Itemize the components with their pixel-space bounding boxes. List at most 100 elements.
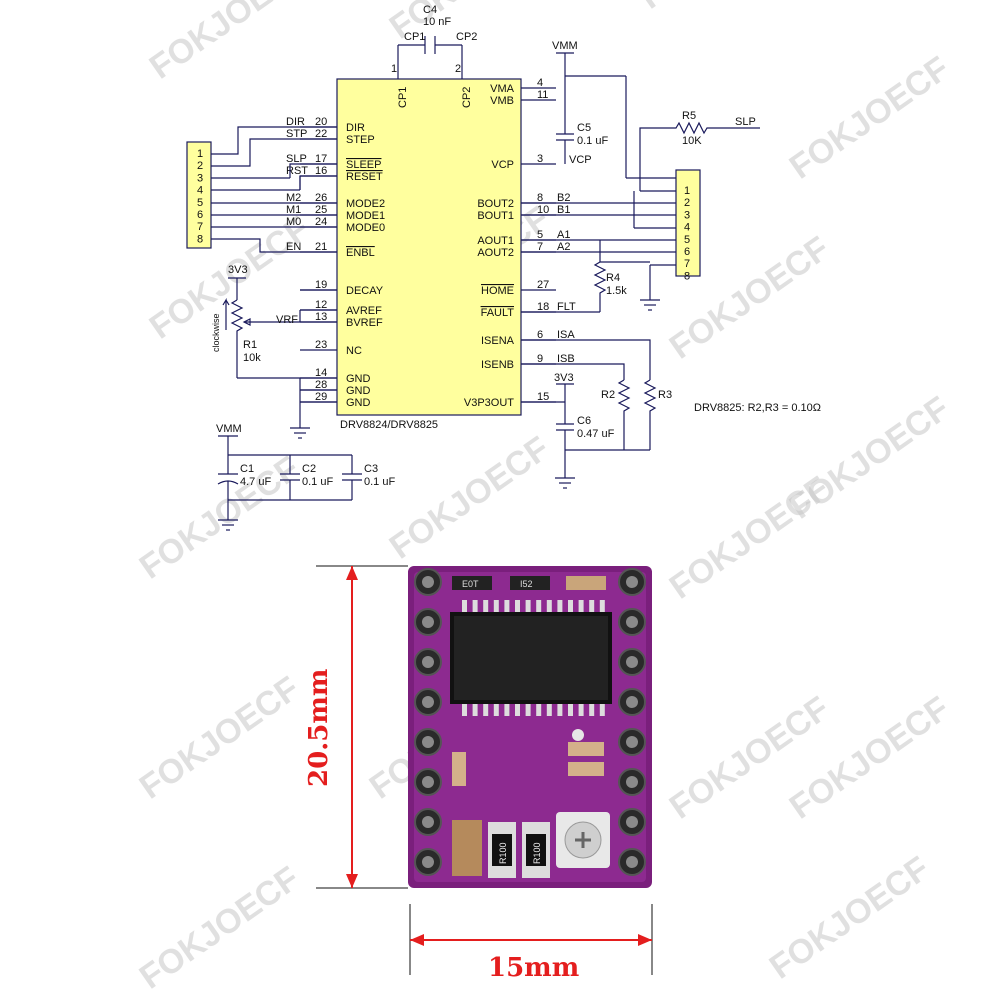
c3-value: 0.1 uF xyxy=(364,476,395,488)
cp2-net: CP2 xyxy=(456,31,477,43)
right-pin-label: BOUT2 xyxy=(477,198,514,210)
cp2-pin-num: 2 xyxy=(455,63,461,75)
left-pin-num: 17 xyxy=(315,153,327,165)
left-pin-num: 22 xyxy=(315,128,327,140)
left-pin-net: EN xyxy=(286,241,301,253)
right-connector-pin-num: 8 xyxy=(684,270,690,282)
watermark-text: FOKJOECF xyxy=(663,469,836,606)
r5-net: SLP xyxy=(735,116,756,128)
sense-resistor-note: DRV8825: R2,R3 = 0.10Ω xyxy=(694,402,821,414)
watermark-text: FOKJOECF xyxy=(133,669,306,806)
left-pin-label: GND xyxy=(346,385,371,397)
left-pin-label: DIR xyxy=(346,122,365,134)
left-pin-num: 20 xyxy=(315,116,327,128)
right-pin-net: B1 xyxy=(557,204,570,216)
left-pin-label: SLEEP xyxy=(346,159,381,171)
left-connector-pin-num: 1 xyxy=(197,148,203,160)
left-pin-num: 26 xyxy=(315,192,327,204)
right-pin-num: 6 xyxy=(537,329,543,341)
right-pin-label: AOUT2 xyxy=(477,247,514,259)
r2-ref: R2 xyxy=(601,389,615,401)
watermark-text: FOKJOECF xyxy=(383,429,556,566)
right-pin-num: 3 xyxy=(537,153,543,165)
left-pin-num: 23 xyxy=(315,339,327,351)
left-pin-label: MODE1 xyxy=(346,210,385,222)
left-pin-num: 16 xyxy=(315,165,327,177)
r100-label-2: R100 xyxy=(532,842,542,864)
c1-ref: C1 xyxy=(240,463,254,475)
left-pin-net: STP xyxy=(286,128,307,140)
width-dimension: 15mm xyxy=(409,904,653,983)
r5-ref: R5 xyxy=(682,110,696,122)
right-connector-pin-num: 3 xyxy=(684,209,690,221)
r3-ref: R3 xyxy=(658,389,672,401)
left-pin-net: DIR xyxy=(286,116,305,128)
left-pin-num: 12 xyxy=(315,299,327,311)
cp2-pin-label: CP2 xyxy=(461,87,473,108)
c5-ref: C5 xyxy=(577,122,591,134)
watermark-text: FOKJOECF xyxy=(133,859,306,996)
left-pin-net: M2 xyxy=(286,192,301,204)
vmm-label-bottom: VMM xyxy=(216,423,242,435)
r5-value: 10K xyxy=(682,135,702,147)
c2-ref: C2 xyxy=(302,463,316,475)
left-pin-label: NC xyxy=(346,345,362,357)
right-pin-label: VMB xyxy=(490,95,514,107)
right-connector-pin-num: 5 xyxy=(684,234,690,246)
right-pin-num: 11 xyxy=(537,89,548,101)
r100-label-1: R100 xyxy=(498,842,508,864)
left-pin-label: GND xyxy=(346,397,371,409)
c4-ref: C4 xyxy=(423,4,437,16)
right-pin-label: ISENA xyxy=(481,335,515,347)
left-pin-net: SLP xyxy=(286,153,307,165)
left-pin-num: 13 xyxy=(315,311,327,323)
left-connector-pin-num: 4 xyxy=(197,185,203,197)
smd-label-2: I52 xyxy=(520,579,533,589)
right-pin-label: FAULT xyxy=(481,307,515,319)
cp1-pin-num: 1 xyxy=(391,63,397,75)
height-label: 20.5mm xyxy=(304,669,334,787)
smd-label-1: E0T xyxy=(462,579,479,589)
clockwise-label: clockwise xyxy=(211,313,221,352)
right-pin-num: 5 xyxy=(537,229,543,241)
right-pin-net: A1 xyxy=(557,229,570,241)
cp1-pin-label: CP1 xyxy=(397,87,409,108)
v3v3-label-right: 3V3 xyxy=(554,372,574,384)
right-pin-num: 10 xyxy=(537,204,549,216)
left-pin-net: M1 xyxy=(286,204,301,216)
c6-value: 0.47 uF xyxy=(577,428,615,440)
left-pin-num: 24 xyxy=(315,216,327,228)
left-pin-label: BVREF xyxy=(346,317,383,329)
c6-ref: C6 xyxy=(577,415,591,427)
smd-part-top-left xyxy=(452,576,492,590)
right-connector-pin-num: 1 xyxy=(684,185,690,197)
height-dimension: 20.5mm xyxy=(304,565,408,889)
r1-value: 10k xyxy=(243,352,261,364)
r4-value: 1.5k xyxy=(606,285,627,297)
right-pin-label: VMA xyxy=(490,83,515,95)
right-pin-num: 15 xyxy=(537,391,549,403)
right-pin-num: 8 xyxy=(537,192,543,204)
c2-value: 0.1 uF xyxy=(302,476,333,488)
watermark-text: FOKJOECF xyxy=(783,49,956,186)
right-pin-net: FLT xyxy=(557,301,576,313)
driver-board-illustration: E0T I52 R100 R100 xyxy=(408,566,652,888)
watermark-text: FOKJOECF xyxy=(633,0,806,17)
right-pin-label: ISENB xyxy=(481,359,514,371)
watermark-text: FOKJOECF xyxy=(143,0,316,87)
c5-value: 0.1 uF xyxy=(577,135,608,147)
left-connector-pin-num: 8 xyxy=(197,233,203,245)
c4-value: 10 nF xyxy=(423,16,451,28)
left-pin-label: DECAY xyxy=(346,285,384,297)
left-pin-num: 21 xyxy=(315,241,327,253)
left-pin-label: MODE2 xyxy=(346,198,385,210)
c1-value: 4.7 uF xyxy=(240,476,271,488)
r1-ref: R1 xyxy=(243,339,257,351)
header-pins xyxy=(414,568,646,876)
left-pin-num: 25 xyxy=(315,204,327,216)
left-pin-net: RST xyxy=(286,165,308,177)
v3v3-label-left: 3V3 xyxy=(228,264,248,276)
